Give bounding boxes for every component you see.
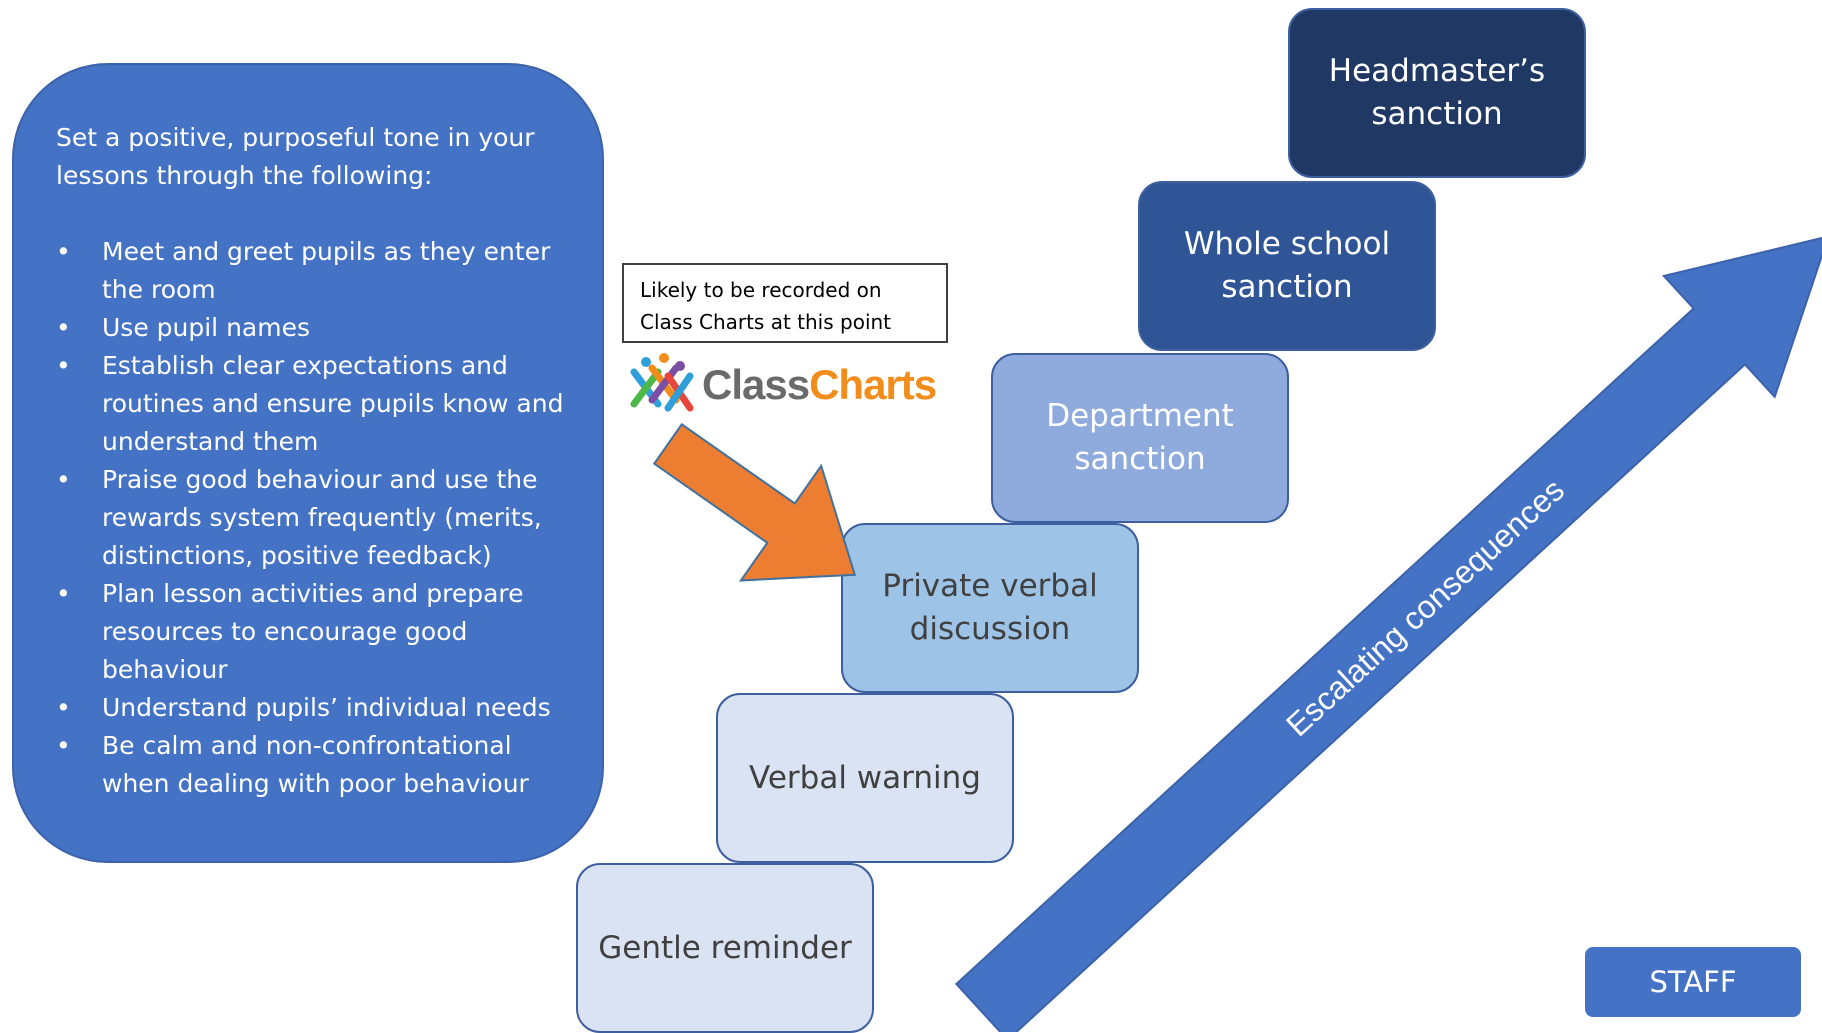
tip-item: •Plan lesson activities and prepare reso… [56, 579, 524, 684]
step-gentle-reminder: Gentle reminder [576, 863, 874, 1033]
tip-item: •Establish clear expectations and routin… [56, 351, 564, 456]
intro-panel: Set a positive, purposeful tone in your … [12, 63, 604, 863]
tip-item: •Praise good behaviour and use the rewar… [56, 465, 542, 570]
staff-button[interactable]: STAFF [1585, 947, 1801, 1017]
escalating-label: Escalating consequences [1279, 472, 1571, 744]
escalating-arrow: Escalating consequences [954, 235, 1822, 1032]
intro-text: Set a positive, purposeful tone in your … [56, 123, 535, 190]
step-whole-school-sanction: Whole school sanction [1138, 181, 1436, 351]
tip-item: •Be calm and non-confrontational when de… [56, 731, 529, 798]
class-charts-people-icon [630, 353, 694, 412]
step-department-sanction: Department sanction [991, 353, 1289, 523]
step-verbal-warning: Verbal warning [716, 693, 1014, 863]
tip-item: •Meet and greet pupils as they enter the… [56, 237, 551, 304]
class-charts-note: Likely to be recorded on Class Charts at… [622, 263, 948, 343]
class-charts-logo: ClassCharts [624, 352, 937, 422]
class-charts-wordmark: ClassCharts [702, 361, 937, 408]
tip-item: •Use pupil names [56, 313, 310, 342]
step-headmasters-sanction: Headmaster’s sanction [1288, 8, 1586, 178]
step-private-verbal-discussion: Private verbal discussion [841, 523, 1139, 693]
tip-item: •Understand pupils’ individual needs [56, 693, 551, 722]
orange-pointer-arrow [652, 422, 857, 582]
tips-list: •Meet and greet pupils as they enter the… [56, 233, 582, 803]
